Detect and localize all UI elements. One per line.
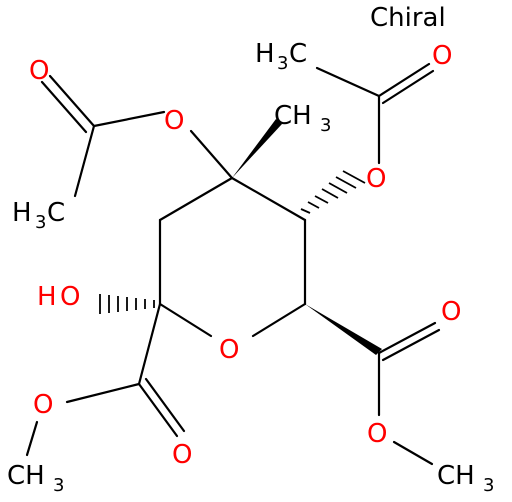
atom-h3c-right-c: C [289,39,307,69]
methyl-acetyl-right: H 3 C [255,39,307,74]
bond-c-o-double-left-b [40,80,88,134]
bonds [25,62,441,466]
atom-ch3-top-right-n: 3 [320,115,331,136]
bond-esterc-o-double-left-b [144,377,186,433]
atom-o-ester-acetyl-right: O [366,164,386,194]
atom-hydroxyl-o: O [60,282,80,312]
atom-o-ester-acetyl-left: O [164,106,184,136]
atom-hydroxyl-h: H [37,282,57,312]
atom-o-ring: O [219,335,239,365]
atom-o-ester-right-carbonyl: O [441,297,461,327]
bond-o-ch3-left [25,420,39,457]
methyl-ester-right: CH 3 [437,461,494,496]
bond-c5-c4 [158,176,234,222]
bond-esterc-o-left [65,382,141,404]
atom-h3c-left-h: H [12,198,32,228]
atom-ch3-ester-right-c: CH [437,461,475,491]
hydroxyl-group: H O [37,282,80,312]
atom-h3c-left-c: C [47,198,65,228]
hash-c6-oh [99,294,155,314]
atom-ch3-ester-right-n: 3 [483,475,494,496]
bond-c-o-double-right-b [381,69,435,105]
methyl-c4: CH 3 [274,101,331,136]
wedge-c4-ch3 [232,119,282,178]
bond-c-o-double-right-a [377,62,431,98]
methyl-ester-left: CH 3 [7,461,64,496]
bond-c2-oring [251,302,307,338]
atom-ch3-ester-left-n: 3 [53,475,64,496]
bond-carbonylc-ch3-right [315,66,381,98]
atom-o-ester-right-single: O [367,419,387,449]
bond-esterc-o-double-right-a [377,321,437,355]
wedge-bonds [232,119,382,355]
bond-esterc-o-double-right-b [381,328,441,362]
atom-o-ester-left-carbonyl: O [172,440,192,470]
atom-o-carbonyl-acetyl-left: O [29,56,49,86]
bond-esterc-o-double-left-a [137,382,179,438]
bond-c4-o-acetyl-left [189,129,234,180]
bond-oring-c6 [158,302,213,338]
methyl-acetyl-left: H 3 C [12,198,65,233]
wedge-c2-esterc [305,304,382,355]
atom-o-ester-left-single: O [33,390,53,420]
bond-c4-c3 [230,176,307,222]
atom-h3c-right-n: 3 [277,53,288,74]
atom-o-carbonyl-acetyl-right: O [432,41,452,71]
atom-ch3-top-right-c: CH [274,101,312,131]
chiral-label: Chiral [370,3,446,33]
atom-h3c-left-n: 3 [35,212,46,233]
hash-c3-o [300,170,366,214]
hashed-bonds [99,170,366,314]
bond-c-o-double-left-a [48,74,96,128]
bond-o-carbonylc-left [92,110,166,128]
atom-ch3-ester-left-c: CH [7,461,45,491]
bond-c6-esterc-left [137,302,162,386]
bond-carbonylc-ch3-left [73,124,96,198]
bond-o-ch3-right [392,440,434,466]
atom-h3c-right-h: H [255,39,275,69]
